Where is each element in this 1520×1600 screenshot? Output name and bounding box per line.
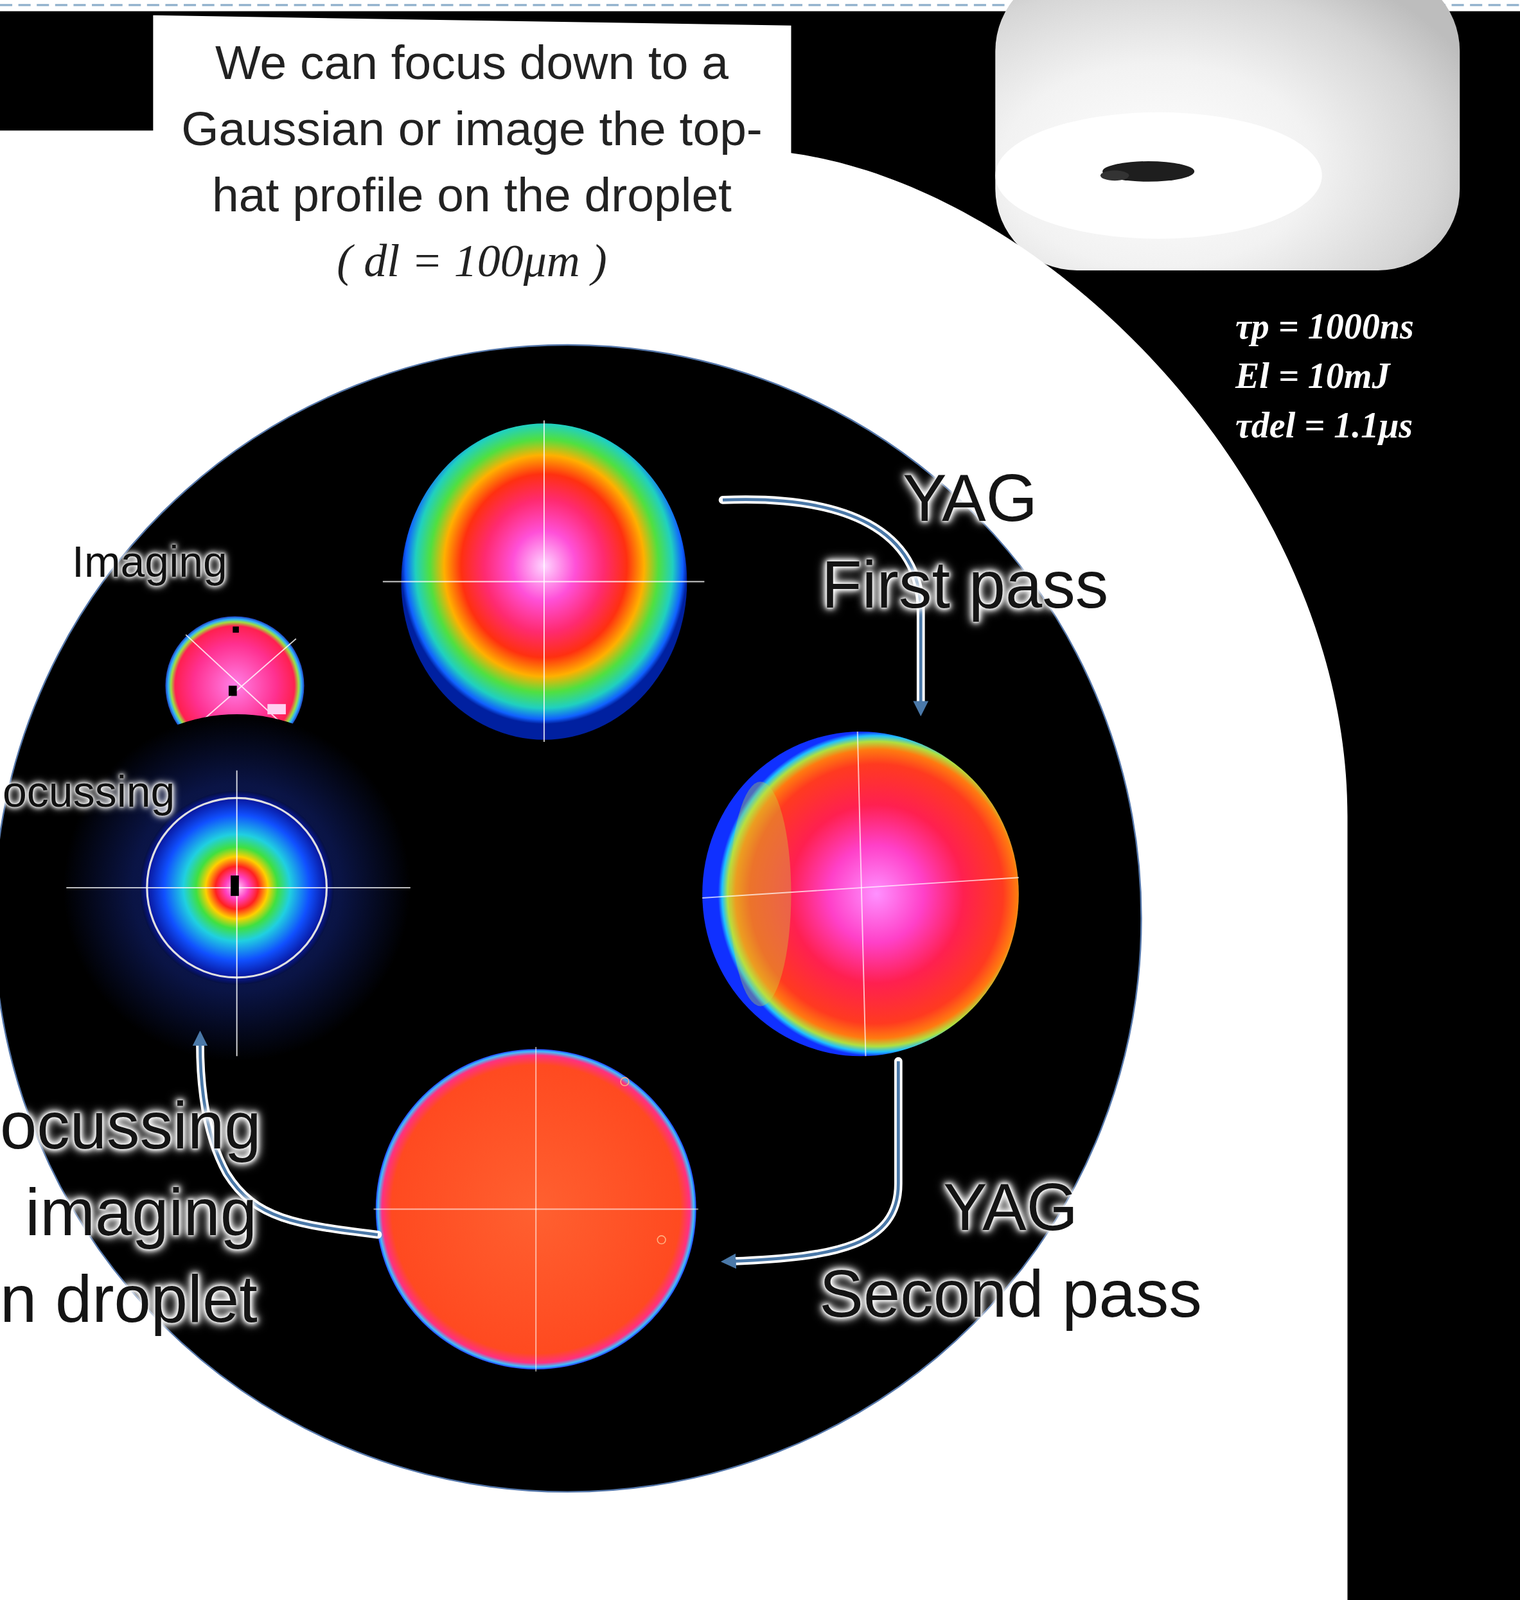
stage-label: n droplet: [0, 1259, 257, 1340]
crosshair: [236, 770, 238, 1057]
arrow-halo: [733, 1061, 899, 1262]
heading-text: We can focus down to a Gaussian or image…: [170, 29, 775, 229]
photo-ground: [995, 0, 1460, 271]
first-pass-profile: [702, 731, 1019, 1057]
crosshair: [543, 420, 545, 743]
beam-profile: [702, 731, 1019, 1057]
droplet-photo: [995, 0, 1460, 271]
plasma-glow: [995, 112, 1322, 239]
pulse-delay: τdel = 1.1μs: [1235, 404, 1506, 448]
heading-panel: We can focus down to a Gaussian or image…: [152, 29, 791, 300]
flow-arrows: [199, 499, 921, 1262]
stage-label: YAG: [882, 1167, 1140, 1248]
droplet-tail: [1100, 170, 1129, 181]
hot-pixel: [267, 704, 286, 715]
speck: [657, 1236, 666, 1245]
crosshair: [857, 731, 867, 1057]
speck: [620, 1078, 629, 1087]
profile-ground: [63, 714, 411, 1062]
droplet-diameter: ( dl = 100μm ): [152, 228, 791, 295]
stage-label: Second pass: [772, 1254, 1249, 1335]
focussing-profile: [63, 714, 411, 1062]
flow-arrow: [733, 1061, 899, 1262]
dead-pixel: [232, 626, 239, 633]
crosshair: [535, 1047, 537, 1372]
stage-label: First pass: [785, 545, 1145, 626]
pulse-duration: τp = 1000ns: [1235, 305, 1506, 349]
stage-label: imaging: [0, 1173, 257, 1253]
second-pass-profile: [373, 1047, 699, 1372]
mode-label: Imaging: [71, 535, 278, 589]
stage-label: ocussing: [0, 1086, 257, 1167]
stage-label: YAG: [841, 458, 1099, 539]
dead-pixel: [228, 686, 238, 697]
pulse-energy: El = 10mJ: [1235, 354, 1506, 398]
laser-profile: [382, 420, 705, 743]
crosshair: [702, 877, 1019, 899]
dead-pixel: [230, 875, 239, 897]
mode-label: ocussing: [2, 765, 209, 819]
